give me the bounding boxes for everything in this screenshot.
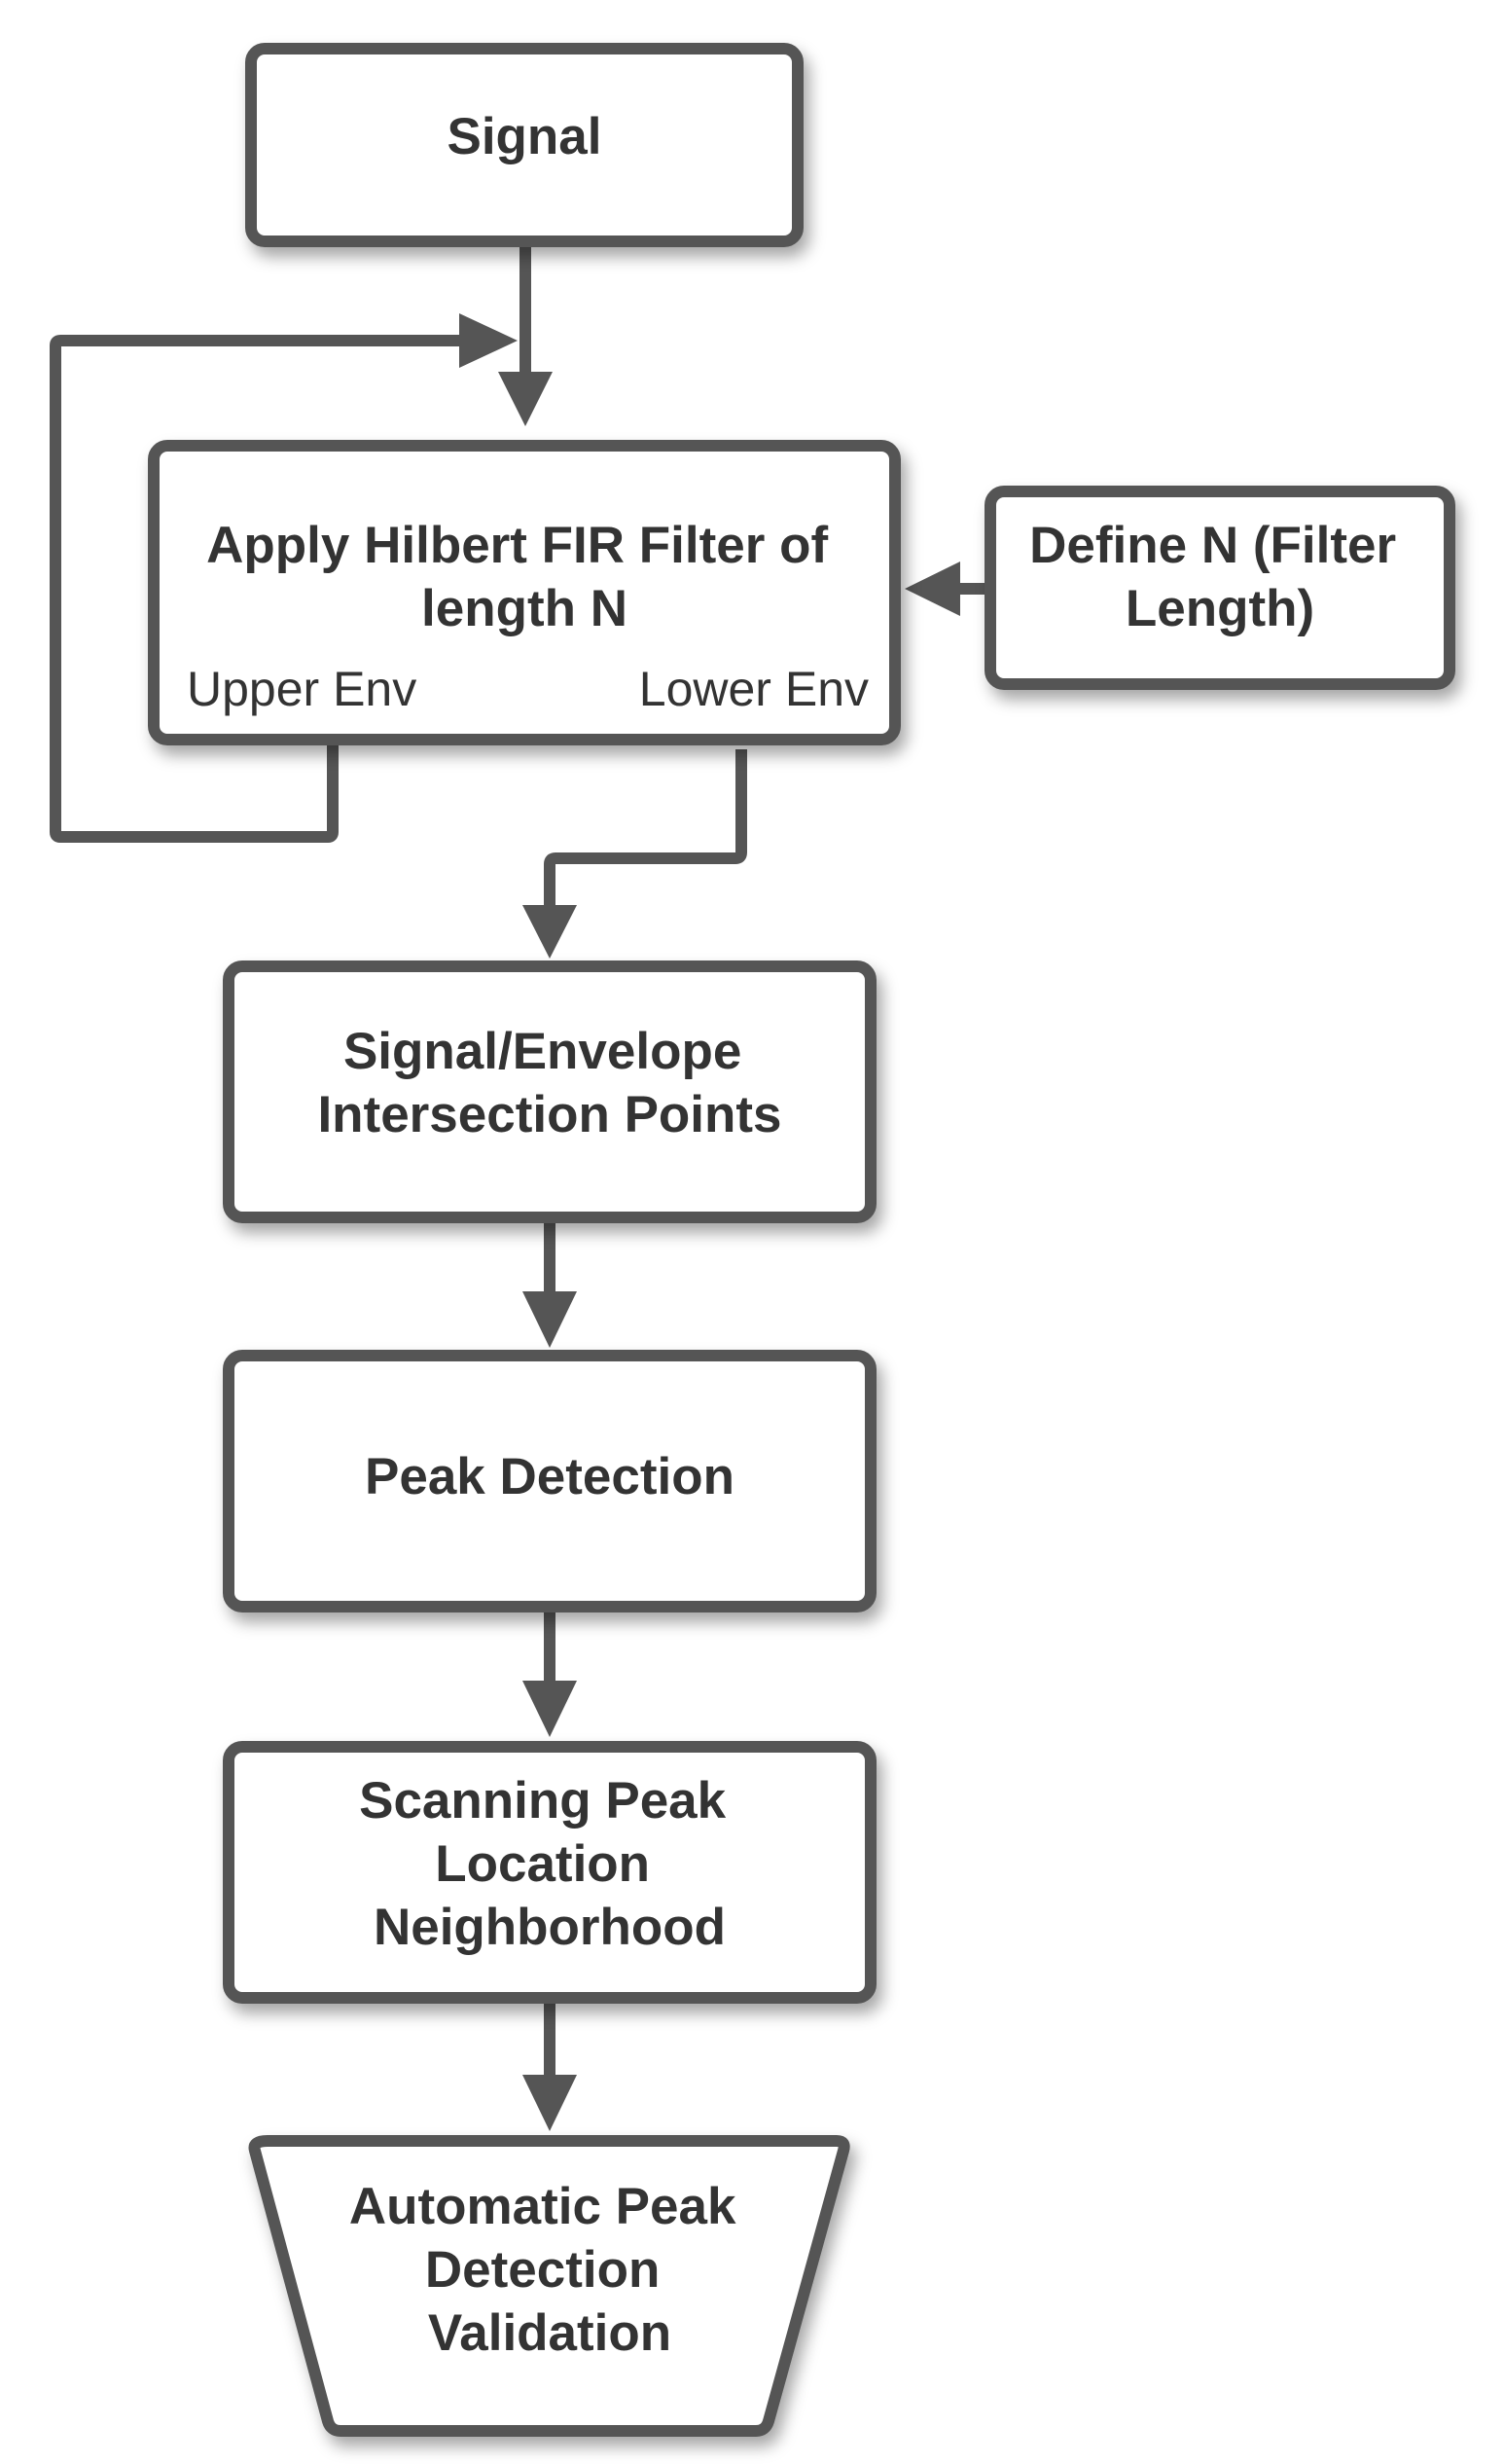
node-signal-label: Signal [447, 108, 601, 165]
node-signal: Signal [245, 43, 804, 247]
edge-define-n-to-hilbert [905, 562, 987, 616]
lower-env-label: Lower Env [639, 662, 869, 716]
node-automatic-validation-label: Automatic Peak Detection Validation [349, 2178, 750, 2362]
node-peak-detection: Peak Detection [223, 1350, 877, 1612]
edge-signal-to-hilbert [498, 243, 553, 426]
node-define-n-label: Define N (Filter Length) [1029, 517, 1411, 637]
edge-peak-detection-to-scanning [522, 1611, 577, 1737]
upper-env-label: Upper Env [187, 662, 416, 716]
node-automatic-validation: Automatic Peak Detection Validation [248, 2135, 850, 2437]
edge-lower-env-to-intersection [522, 749, 747, 959]
node-define-n: Define N (Filter Length) [985, 486, 1455, 690]
edge-intersection-to-peak-detection [522, 1221, 577, 1348]
edge-upper-env-feedback-loop [50, 313, 518, 843]
node-hilbert-filter: Apply Hilbert FIR Filter of length N Upp… [148, 440, 901, 745]
node-hilbert-filter-label: Apply Hilbert FIR Filter of length N [206, 517, 842, 637]
edge-scanning-to-validation [522, 2000, 577, 2131]
node-peak-detection-label: Peak Detection [365, 1448, 734, 1505]
node-scanning-neighborhood: Scanning Peak Location Neighborhood [223, 1741, 877, 2004]
node-intersection-points-label: Signal/Envelope Intersection Points [317, 1023, 781, 1143]
node-intersection-points: Signal/Envelope Intersection Points [223, 960, 877, 1223]
node-scanning-neighborhood-label: Scanning Peak Location Neighborhood [359, 1772, 740, 1956]
